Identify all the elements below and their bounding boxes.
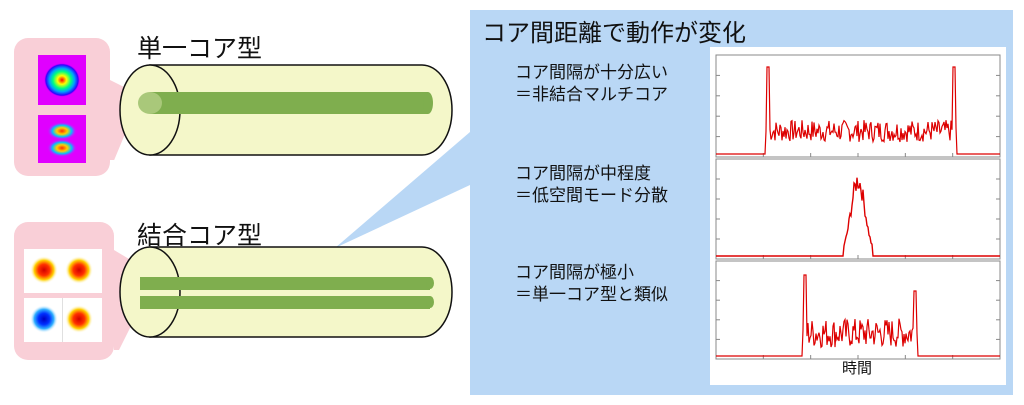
case-label-small: コア間隔が極小 ＝単一コア型と類似 [515,262,668,306]
single-core-title: 単一コア型 [137,34,263,63]
pulse-plots [715,54,1001,360]
coupled-core-mode-images [24,249,102,342]
case-label-wide-line1: コア間隔が十分広い [515,63,668,83]
x-axis-label: 時間 [842,359,873,377]
coupled-core-fiber [114,246,453,350]
case-label-medium-line2: ＝低空間モード分散 [515,186,668,206]
pulse-plot-wide [715,54,1001,158]
pulse-trace-wide [716,66,1000,155]
info-panel-title: コア間距離で動作が変化 [482,19,746,47]
pulse-plot-small [715,260,1001,360]
single-core-mode-images [38,55,86,163]
coupled-core-title: 結合コア型 [137,221,263,250]
pulse-plot-medium [715,158,1001,260]
supermode-even-image [24,249,102,293]
case-label-wide: コア間隔が十分広い ＝非結合マルチコア [515,62,668,106]
lp11-mode-image [38,115,86,163]
lp01-mode-image [38,55,86,105]
case-label-small-line2: ＝単一コア型と類似 [515,285,668,305]
pulse-trace-small [716,274,1000,357]
case-label-small-line1: コア間隔が極小 [515,263,634,283]
case-label-medium-line1: コア間隔が中程度 [515,164,651,184]
case-label-medium: コア間隔が中程度 ＝低空間モード分散 [515,163,668,207]
supermode-odd-image [24,298,102,342]
case-label-wide-line2: ＝非結合マルチコア [515,85,668,105]
pulse-trace-medium [716,177,1000,257]
single-core-fiber [110,64,453,160]
